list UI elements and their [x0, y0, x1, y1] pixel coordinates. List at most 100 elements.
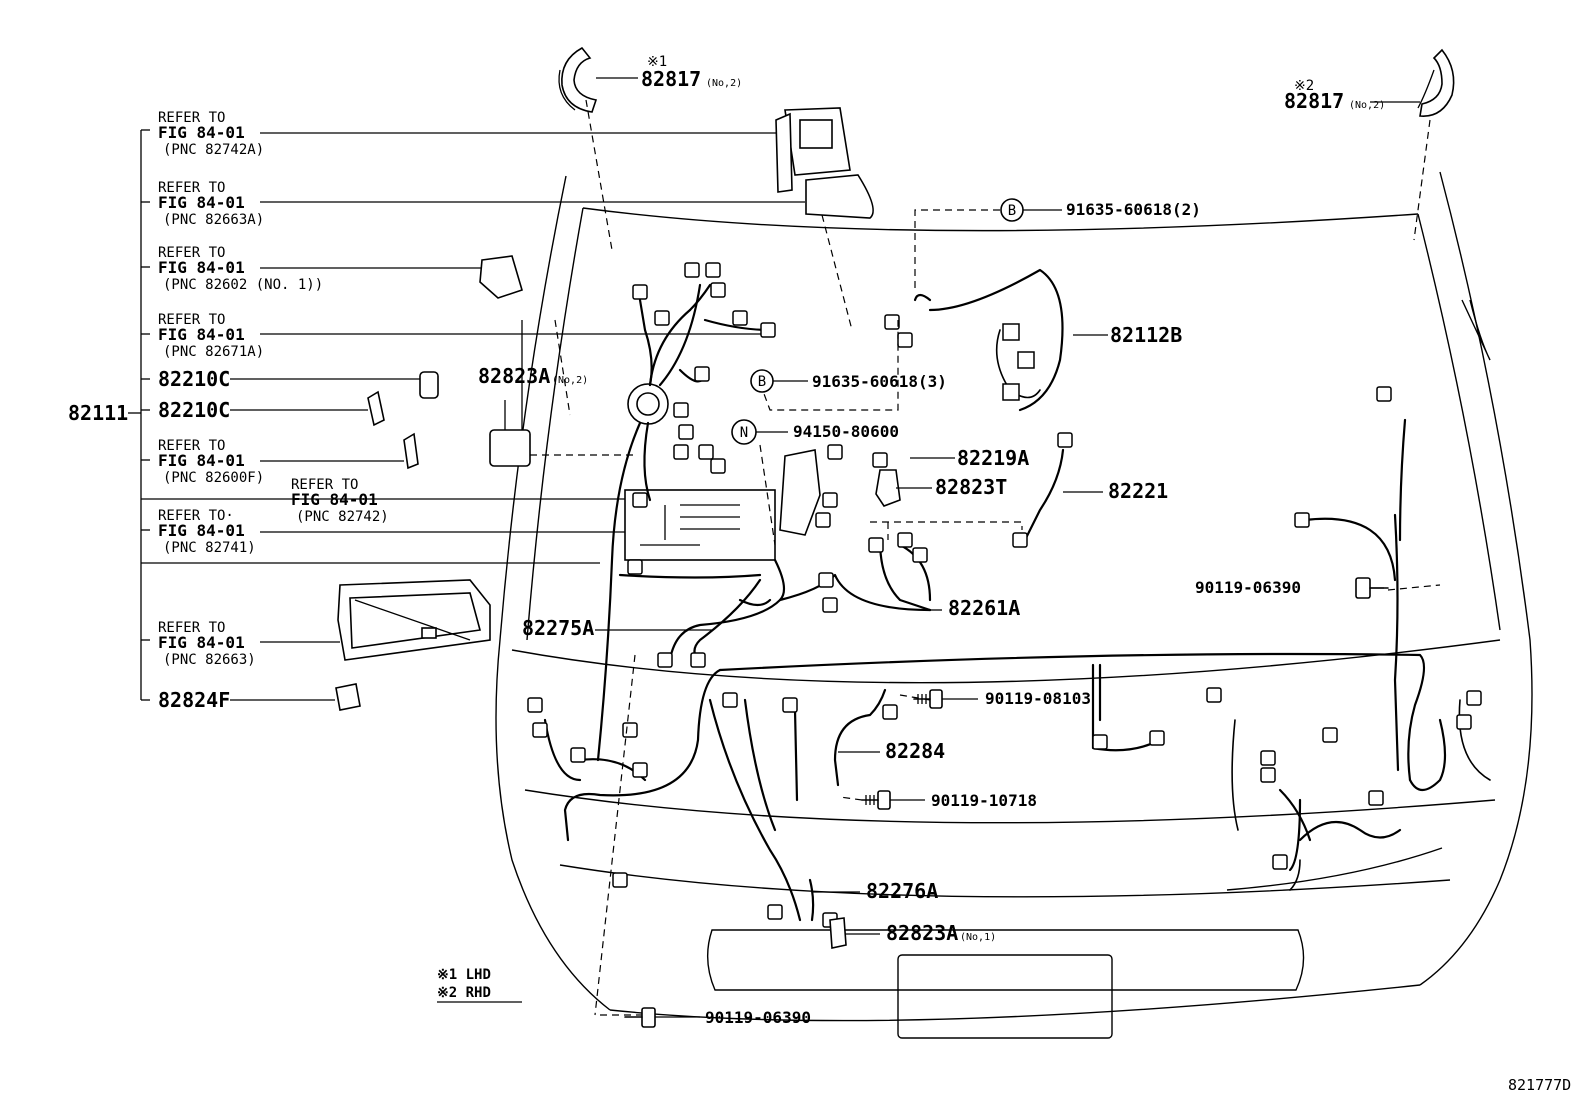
connector-82823a-no1: [829, 917, 847, 949]
label-90119-06390-bottom: 90119-06390: [705, 1008, 811, 1027]
bolt-90119-06390-bottom: [624, 1007, 656, 1028]
bolt-90119-06390-right: [1355, 577, 1389, 599]
connector-10: [694, 366, 710, 382]
ref-4-refer: REFER TO: [158, 312, 225, 328]
connector-45: [1322, 727, 1338, 743]
ref-3-pnc: (PNC 82602 (NO. 1)): [163, 277, 323, 293]
ref-1-pnc: (PNC 82742A): [163, 142, 264, 158]
label-82284: 82284: [885, 739, 945, 763]
mark-1: ※1: [647, 54, 667, 70]
bolt-90119-08103: [913, 689, 943, 709]
circle-mark-n: N: [731, 419, 757, 445]
connector-20: [822, 597, 838, 613]
ref-6-fig: FIG 84-01: [291, 490, 378, 509]
bolts: [624, 577, 1389, 1028]
label-82824f: 82824F: [158, 688, 230, 712]
top-parts: [558, 46, 1455, 507]
legend-lhd: ※1 LHD: [437, 967, 491, 983]
label-82275a: 82275A: [522, 616, 594, 640]
connector-48: [1456, 714, 1472, 730]
connector-27: [884, 314, 900, 330]
ref-2-pnc: (PNC 82663A): [163, 212, 264, 228]
connector-42: [1206, 687, 1222, 703]
connector-8: [673, 402, 689, 418]
ref-5-fig: FIG 84-01: [158, 451, 245, 470]
left-parts: [335, 107, 874, 711]
ref-2-refer: REFER TO: [158, 180, 225, 196]
ref-5-pnc: (PNC 82600F): [163, 470, 264, 486]
connector-29: [1057, 432, 1073, 448]
ref-2-fig: FIG 84-01: [158, 193, 245, 212]
connector-82823a-no2: [489, 429, 531, 467]
label-90119-08103: 90119-08103: [985, 689, 1091, 708]
main-harness: [543, 268, 1491, 922]
clip-82824f: [335, 683, 361, 711]
ref-7-refer: REFER TO·: [158, 508, 234, 524]
ref-8-fig: FIG 84-01: [158, 633, 245, 652]
connector-9: [678, 424, 694, 440]
part-82210c-b: [367, 390, 385, 427]
junction-block-detail: [640, 504, 740, 546]
connector-36: [632, 762, 648, 778]
label-82219a: 82219A: [957, 446, 1029, 470]
label-82823a-no2-note: (No,2): [552, 375, 588, 386]
dashed-lines: [530, 99, 1441, 1016]
label-82817-rhd: 82817: [1284, 89, 1344, 113]
connector-2: [654, 310, 670, 326]
label-94150-80600: 94150-80600: [793, 422, 899, 441]
ref-7-fig: FIG 84-01: [158, 521, 245, 540]
label-91635-60618-3: 91635-60618(3): [812, 372, 947, 391]
connector-11: [673, 444, 689, 460]
connector-39: [782, 697, 798, 713]
labels: ※1 82817 (No,2) ※2 82817 (No,2) 91635-60…: [68, 54, 1571, 1094]
connector-3: [684, 262, 700, 278]
connector-25: [657, 652, 673, 668]
label-82823a-no2: 82823A: [478, 364, 550, 388]
label-90119-06390-right: 90119-06390: [1195, 578, 1301, 597]
connector-49: [1272, 854, 1288, 870]
connector-82823t: [875, 469, 901, 507]
connectors: [527, 262, 1482, 928]
connector-4: [705, 262, 721, 278]
relay-82602: [479, 255, 523, 299]
connector-14: [632, 492, 648, 508]
ref-8-pnc: (PNC 82663): [163, 652, 256, 668]
relay-tower: [779, 449, 821, 536]
connector-44: [1260, 767, 1276, 783]
connector-31: [1376, 386, 1392, 402]
ref-4-pnc: (PNC 82671A): [163, 344, 264, 360]
callout-leaders: [595, 77, 1420, 1018]
connector-18: [815, 512, 831, 528]
connector-50: [612, 872, 628, 888]
connector-15: [827, 444, 843, 460]
clip-82817-left: [561, 46, 598, 113]
legend-rhd: ※2 RHD: [437, 985, 491, 1001]
label-82823a-no1-note: (No,1): [960, 932, 996, 943]
connector-32: [1294, 512, 1310, 528]
connector-46: [1368, 790, 1384, 806]
connector-47: [1466, 690, 1482, 706]
bolt-90119-10718: [861, 790, 891, 810]
label-82221: 82221: [1108, 479, 1168, 503]
clip-82817-right: [1419, 48, 1455, 117]
ref-1-refer: REFER TO: [158, 110, 225, 126]
label-82210c-a: 82210C: [158, 367, 230, 391]
part-82600f: [403, 432, 419, 470]
part-82210c-a: [419, 371, 439, 399]
connector-33: [527, 697, 543, 713]
connector-24: [627, 559, 643, 575]
harness-82112b: [1002, 323, 1035, 401]
circle-b-upper-label: B: [1008, 203, 1016, 219]
circle-n-label: N: [740, 425, 748, 441]
ref-1-fig: FIG 84-01: [158, 123, 245, 142]
connector-35: [622, 722, 638, 738]
label-91635-60618-2: 91635-60618(2): [1066, 200, 1201, 219]
connector-34: [532, 722, 548, 738]
circle-mark-b-upper: B: [1000, 198, 1024, 222]
ref-6-refer: REFER TO: [291, 477, 358, 493]
figure-code: 821777D: [1508, 1076, 1571, 1094]
connector-53: [882, 704, 898, 720]
circle-b-lower-label: B: [758, 374, 766, 390]
label-82823a-no1: 82823A: [886, 921, 958, 945]
